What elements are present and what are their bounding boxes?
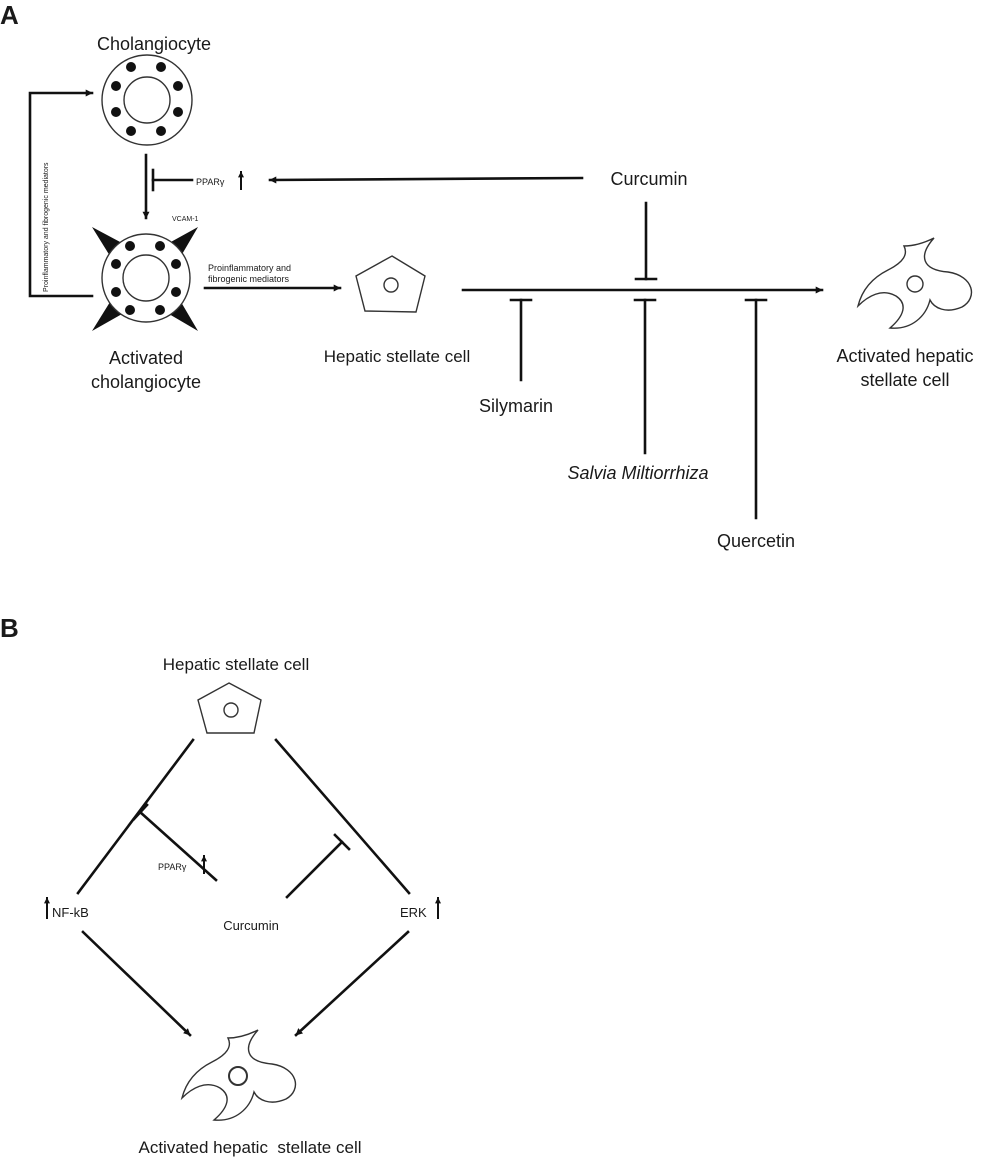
feedback-loop-arrow: [28, 89, 94, 298]
mediators-label-line2: fibrogenic mediators: [208, 274, 290, 284]
feedback-mediators-label: Proinflammatory and fibrogenic mediators: [43, 162, 50, 292]
vcam-label: VCAM-1: [172, 216, 199, 223]
erk-to-activated-arrow: [294, 930, 410, 1037]
erk-inhibition-bar: [333, 833, 351, 851]
nfkb-label: NF-kB: [52, 905, 89, 920]
mediators-label-line1: Proinflammatory and: [208, 263, 291, 273]
hsc-to-erk-line: [274, 738, 411, 895]
erk-label: ERK: [400, 905, 427, 920]
ppar-inhibition-bar-b: [132, 803, 149, 821]
cholangiocyte-cell-icon: [101, 54, 193, 146]
erk-inhibition-line: [285, 840, 344, 899]
silymarin-label: Silymarin: [479, 396, 553, 416]
hepatic-stellate-cell-label-b: Hepatic stellate cell: [163, 655, 309, 674]
curcumin-label-a: Curcumin: [610, 169, 687, 189]
activated-hsc-label-b: Activated hepatic stellate cell: [138, 1138, 361, 1157]
activated-hepatic-stellate-cell-icon-b: [180, 1029, 297, 1121]
quercetin-label: Quercetin: [717, 531, 795, 551]
nfkb-to-activated-arrow: [81, 930, 192, 1037]
hepatic-stellate-cell-icon-b: [197, 682, 262, 734]
cholangiocyte-label: Cholangiocyte: [97, 34, 211, 54]
activated-cholangiocyte-cell-icon: [92, 227, 198, 331]
salvia-label: Salvia Miltiorrhiza: [567, 463, 708, 483]
ppar-label-b: PPARγ: [158, 862, 187, 872]
hepatic-stellate-cell-icon-a: [355, 255, 426, 313]
panel-b-label: B: [0, 613, 19, 643]
ppar-label-a: PPARγ: [196, 177, 225, 187]
panel-a-label: A: [0, 0, 19, 30]
activated-cholangiocyte-label-line2: cholangiocyte: [91, 372, 201, 392]
activated-hsc-label-a-line2: stellate cell: [860, 370, 949, 390]
curcumin-label-b: Curcumin: [223, 918, 279, 933]
hepatic-stellate-cell-label-a: Hepatic stellate cell: [324, 347, 470, 366]
activated-hepatic-stellate-cell-icon-a: [856, 237, 973, 329]
curcumin-to-ppar-arrow: [268, 176, 584, 184]
activated-cholangiocyte-label-line1: Activated: [109, 348, 183, 368]
activated-hsc-label-a-line1: Activated hepatic: [836, 346, 973, 366]
